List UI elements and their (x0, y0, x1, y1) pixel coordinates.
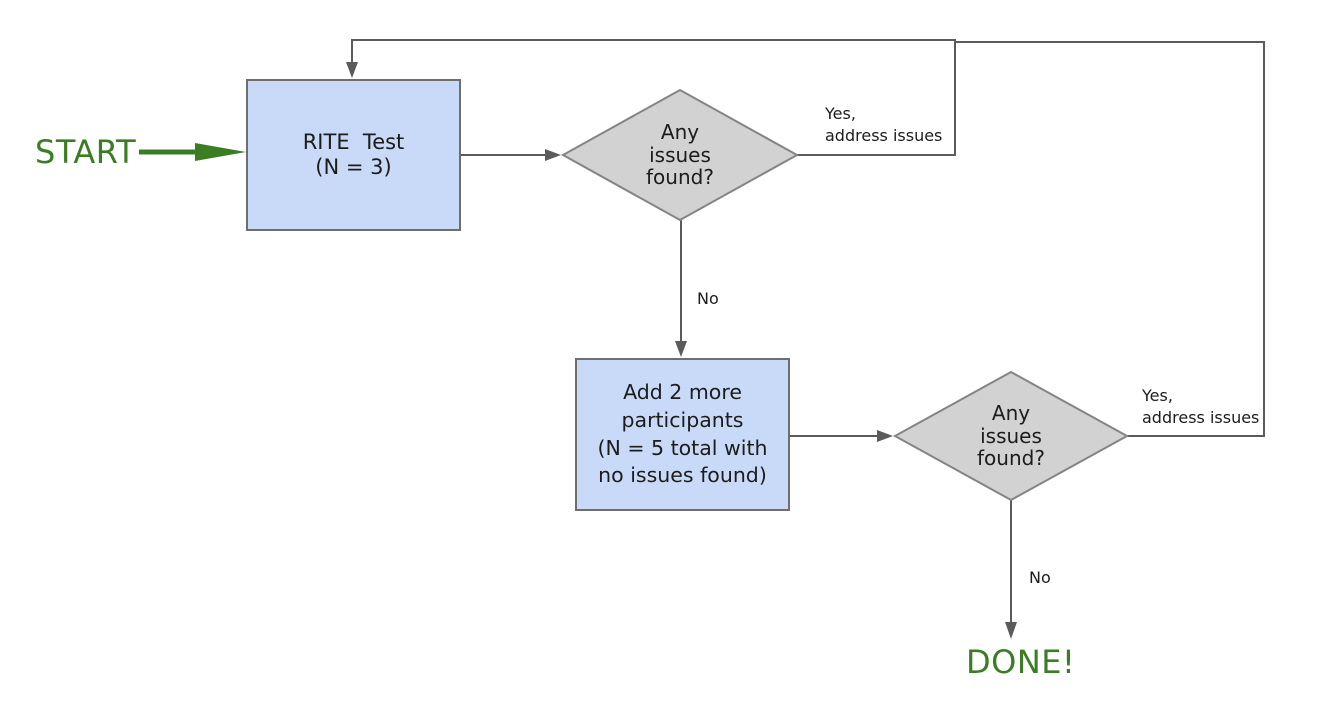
arrowhead-into-decision1 (545, 149, 561, 161)
node-add-participants-label: Add 2 more participants (N = 5 total wit… (597, 379, 768, 488)
arrowhead-into-add-participants (675, 341, 687, 357)
edge-label-no-2: No (1029, 568, 1051, 587)
node-decision1-label: Any issues found? (646, 120, 714, 190)
node-rite-test-label: RITE Test (N = 3) (302, 130, 405, 179)
edge-label-yes-2: Yes, address issues (1142, 386, 1260, 428)
arrowhead-into-decision2 (877, 430, 893, 442)
start-label: START (35, 133, 137, 171)
connector-yes-loop-1 (351, 39, 956, 156)
done-label: DONE! (966, 643, 1076, 681)
arrowhead-into-rite-test (346, 62, 358, 78)
arrowhead-into-done (1005, 622, 1017, 639)
node-rite-test: RITE Test (N = 3) (246, 79, 461, 231)
connector-yes-loop-2 (955, 41, 1265, 437)
edge-label-no-1: No (697, 289, 719, 308)
node-add-participants: Add 2 more participants (N = 5 total wit… (575, 358, 790, 511)
edge-label-yes-1: Yes, address issues (825, 104, 943, 146)
decision2-diamond (892, 370, 1130, 502)
start-arrow-icon (195, 143, 246, 161)
decision1-diamond (560, 88, 800, 222)
node-decision2-label: Any issues found? (977, 401, 1045, 471)
